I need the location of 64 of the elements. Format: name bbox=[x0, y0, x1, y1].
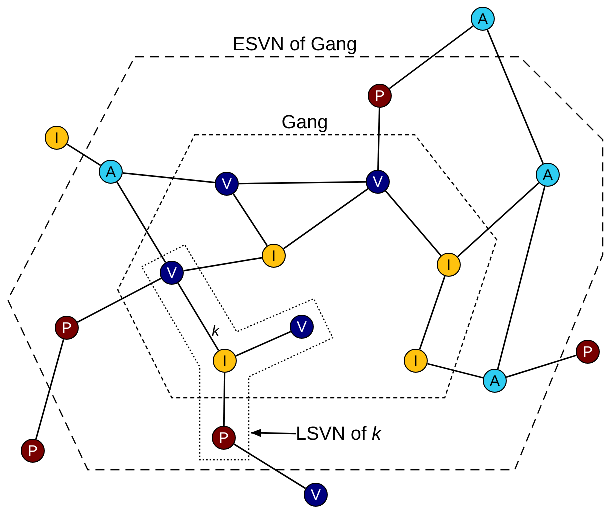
connector-line bbox=[77, 278, 162, 324]
vertex-letter: V bbox=[222, 176, 232, 192]
annotation-text: LSVN of k bbox=[296, 424, 382, 446]
connector-line bbox=[178, 282, 220, 352]
vertex-letter: V bbox=[372, 174, 383, 190]
connector-line bbox=[378, 108, 380, 170]
connector-line bbox=[234, 444, 306, 490]
vertex-letter: A bbox=[106, 164, 116, 180]
connector-line bbox=[184, 257, 262, 272]
vertex-letter: P bbox=[62, 320, 72, 336]
vertex-letter: I bbox=[222, 354, 228, 368]
vertex-circle bbox=[366, 170, 390, 194]
vertex-letter: V bbox=[310, 488, 321, 502]
connector-line bbox=[497, 186, 546, 370]
vertex-letter: I bbox=[272, 248, 276, 264]
connector-line bbox=[283, 188, 369, 250]
vertex-circle bbox=[404, 349, 428, 373]
connector-line bbox=[66, 144, 102, 166]
vertex-letter: A bbox=[542, 168, 553, 182]
vertex-caption: k bbox=[212, 324, 220, 339]
vertex-letter: A bbox=[478, 12, 488, 26]
connector-line bbox=[122, 172, 216, 184]
vertex-letter: P bbox=[582, 344, 593, 360]
vertex-circle bbox=[262, 244, 286, 268]
vertex-circle bbox=[55, 316, 79, 340]
vertex-circle bbox=[215, 172, 239, 196]
connector-line bbox=[385, 190, 442, 256]
connector-line bbox=[116, 182, 166, 264]
vertex-circle bbox=[304, 483, 328, 507]
region-title: Gang bbox=[282, 114, 328, 132]
connector-line bbox=[506, 354, 577, 378]
vertex-circle bbox=[576, 340, 600, 364]
arrow bbox=[250, 429, 296, 438]
vertex-letter: I bbox=[414, 354, 418, 368]
vertex-circle bbox=[437, 253, 461, 277]
vertex-circle bbox=[160, 261, 184, 285]
vertex-letter: A bbox=[490, 374, 500, 388]
connector-line bbox=[236, 331, 292, 357]
vertex-circle bbox=[212, 426, 236, 450]
vertex-circle bbox=[483, 369, 507, 393]
connector-line bbox=[232, 194, 268, 246]
vertex-letter: P bbox=[374, 88, 385, 104]
vertex-circle bbox=[99, 160, 123, 184]
connector-line bbox=[223, 372, 226, 426]
connector-line bbox=[238, 181, 366, 185]
vertex-circle bbox=[536, 163, 560, 187]
vertex-letter: P bbox=[28, 444, 38, 458]
vertex-letter: I bbox=[446, 258, 452, 272]
connector-line bbox=[35, 339, 65, 440]
vertex-circle bbox=[45, 126, 69, 150]
connector-line bbox=[389, 26, 474, 90]
vertex-letter: V bbox=[296, 320, 307, 334]
vertex-circle bbox=[21, 439, 45, 463]
connector-line bbox=[419, 276, 446, 350]
vertex-letter: P bbox=[218, 430, 229, 446]
connector-line bbox=[427, 363, 484, 379]
connector-line bbox=[486, 30, 544, 164]
region-title: ESVN of Gang bbox=[232, 36, 358, 54]
vertex-circle bbox=[471, 7, 495, 31]
vertex-circle bbox=[368, 84, 392, 108]
connector-line bbox=[457, 182, 540, 258]
vertex-circle bbox=[290, 315, 314, 339]
vertex-letter: I bbox=[54, 130, 60, 146]
vertex-letter: V bbox=[166, 266, 177, 280]
